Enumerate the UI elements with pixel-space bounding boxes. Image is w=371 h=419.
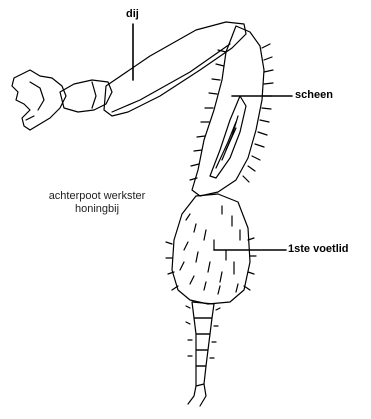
caption-line-2: honingbij — [22, 203, 172, 216]
tibia-label: scheen — [295, 89, 333, 101]
tarsal-segments — [186, 302, 220, 406]
basitarsus-label: 1ste voetlid — [288, 243, 349, 255]
tibia-segment — [190, 26, 273, 196]
femur-segment — [104, 22, 246, 116]
femur-label: dij — [126, 8, 139, 20]
coxa-segment — [12, 70, 66, 130]
diagram-caption: achterpoot werkster honingbij — [22, 190, 172, 216]
basitarsus-segment — [166, 194, 256, 304]
caption-line-1: achterpoot werkster — [22, 190, 172, 203]
